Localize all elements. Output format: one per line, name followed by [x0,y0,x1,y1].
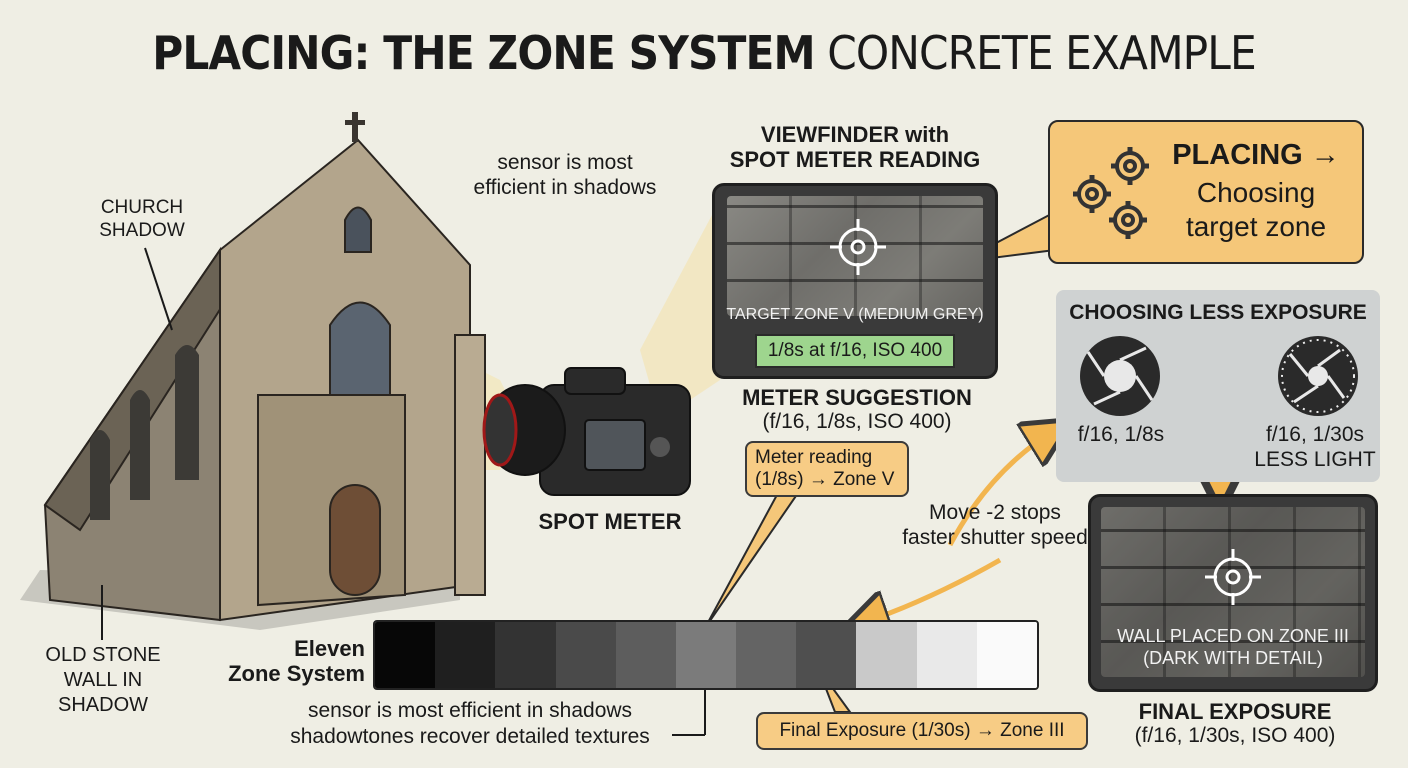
final-exposure-settings: (f/16, 1/30s, ISO 400) [1134,724,1336,747]
aperture-less-light-label: f/16, 1/30s LESS LIGHT [1250,422,1380,472]
final-exposure-callout: Final Exposure (1/30s) → Zone III [756,712,1088,750]
zone-cell-1 [435,622,497,688]
stone-wall-label: OLD STONE WALL IN SHADOW [28,643,178,718]
move-stops-note: Move -2 stops faster shutter speed [890,500,1100,550]
placing-subtitle-line2: target zone [1185,211,1327,242]
zone-cell-9 [916,622,978,688]
meter-reading-callout-line1: Meter reading [755,447,873,468]
placing-subtitle: Choosing target zone [1160,176,1352,244]
move-stops-line1: Move -2 stops [929,501,1061,524]
zone-cell-5 [675,622,738,688]
sensor-note-top-line1: sensor is most [497,151,633,174]
viewfinder-reading: 1/8s at f/16, ISO 400 [755,334,955,368]
less-exposure-title: CHOOSING LESS EXPOSURE [1069,301,1367,324]
aperture-less-light-icon [1278,336,1358,416]
stone-wall-label-line3: SHADOW [58,694,148,716]
zone-cell-10 [976,622,1037,688]
viewfinder-screen: TARGET ZONE V (MEDIUM GREY) 1/8s at f/16… [712,183,998,379]
spot-meter-label: SPOT METER [538,509,682,534]
church-shadow-label: CHURCH SHADOW [72,196,212,242]
viewfinder-wall-image [727,196,983,316]
zone-cell-0 [375,622,437,688]
final-screen-caption-line2: (DARK WITH DETAIL) [1143,648,1323,668]
gears-icon [1073,147,1149,239]
placing-title: PLACING → [1172,139,1340,171]
crosshair-icon [830,219,886,275]
church-shadow-label-line2: SHADOW [99,220,185,241]
viewfinder-title-line1: VIEWFINDER with [760,122,950,147]
sensor-note-top-line2: efficient in shadows [473,176,657,199]
less-exposure-panel: CHOOSING LESS EXPOSURE f/16, 1/8s f/16, … [1056,290,1380,482]
aperture-open-label: f/16, 1/8s [1077,423,1165,446]
final-crosshair-icon [1205,549,1261,605]
aperture-less-light-line1: f/16, 1/30s [1265,423,1365,446]
zone-scale-note: sensor is most efficient in shadows shad… [270,698,670,750]
title-light: CONCRETE EXAMPLE [827,26,1256,80]
zone-cell-2 [495,622,557,688]
meter-reading-callout: Meter reading (1/8s) → Zone V [745,441,909,497]
zone-cell-3 [555,622,617,688]
zone-cell-7 [796,622,858,688]
zone-scale-label: Eleven Zone System [225,636,365,686]
sensor-note-top: sensor is most efficient in shadows [440,150,690,200]
zone-scale-note-line1: sensor is most efficient in shadows [307,699,633,722]
camera-illustration [482,367,691,496]
final-screen-caption-line1: WALL PLACED ON ZONE III [1117,626,1349,646]
move-arrow-up [947,430,1055,547]
zone-cell-8 [856,622,918,688]
meter-suggestion-title: METER SUGGESTION [742,385,972,410]
church-shadow-label-line1: CHURCH [100,197,184,218]
final-screen-caption: WALL PLACED ON ZONE III (DARK WITH DETAI… [1091,625,1375,669]
placing-subtitle-line1: Choosing [1196,177,1316,208]
placing-box: PLACING → Choosing target zone [1048,120,1364,264]
final-exposure-screen: WALL PLACED ON ZONE III (DARK WITH DETAI… [1088,494,1378,692]
meter-reading-pointer [704,492,800,629]
move-arrow-down [860,557,1002,624]
church-illustration [43,112,486,622]
final-exposure-title: FINAL EXPOSURE [1138,699,1332,724]
zone-scale-label-line2: Zone System [228,661,365,686]
title-bold: PLACING: THE ZONE SYSTEM [152,26,815,80]
stone-wall-label-line2: WALL IN [63,669,143,691]
stone-wall-label-line1: OLD STONE [45,644,161,666]
zone-scale-note-line2: shadowtones recover detailed textures [290,725,650,748]
viewfinder-title-line2: SPOT METER READING [729,147,981,172]
page-title: PLACING: THE ZONE SYSTEM CONCRETE EXAMPL… [56,26,1351,80]
final-wall-image [1101,507,1365,677]
aperture-less-light-line2: LESS LIGHT [1254,448,1376,471]
meter-reading-callout-line2: (1/8s) → Zone V [755,469,895,490]
viewfinder-beam [640,200,720,420]
zone-cell-4 [615,622,677,688]
meter-suggestion-settings: (f/16, 1/8s, ISO 400) [762,410,952,433]
viewfinder-target-zone: TARGET ZONE V (MEDIUM GREY) [726,306,984,323]
move-stops-line2: faster shutter speed [902,526,1088,549]
viewfinder-title: VIEWFINDER with SPOT METER READING [710,122,1000,172]
zone-scale-bar [373,620,1039,690]
zone-cell-6 [736,622,798,688]
zone-scale-label-line1: Eleven [294,636,365,661]
aperture-open-icon [1080,336,1160,416]
